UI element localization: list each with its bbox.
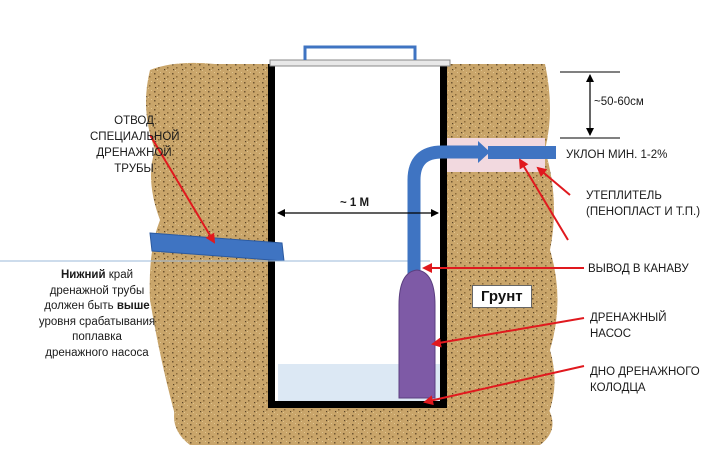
- outlet-pipe: [407, 145, 480, 290]
- label-width: ~ 1 М: [340, 197, 370, 209]
- well-wall-left: [268, 64, 275, 408]
- well-floor: [268, 401, 447, 408]
- soil-bottom: [174, 408, 553, 445]
- arrow-drain-pipe: [149, 134, 216, 244]
- label-well-bottom: ДНО ДРЕНАЖНОГО КОЛОДЦА: [590, 366, 700, 394]
- label-soil: Грунт: [472, 285, 532, 308]
- label-insulation: УТЕПЛИТЕЛЬ (ПЕНОПЛАСТ И Т.П.): [586, 190, 701, 218]
- drainage-pump: [398, 269, 436, 399]
- arrow-bottom: [423, 365, 585, 406]
- well-lid: [269, 59, 451, 67]
- label-slope: УКЛОН МИН. 1-2%: [566, 149, 668, 161]
- arrow-insulation: [536, 166, 571, 196]
- outlet-pipe-end: [488, 146, 556, 159]
- outlet-arrowhead: [478, 141, 490, 163]
- well-wall-right: [440, 64, 447, 408]
- label-pump: ДРЕНАЖНЫЙ НАСОС: [590, 312, 667, 340]
- note-pipe-level: Нижний край дренажной трубы должен быть …: [38, 269, 156, 359]
- label-drain-outlet: ОТВОД СПЕЦИАЛЬНОЙ ДРЕНАЖНОЙ ТРУБЫ: [90, 115, 180, 175]
- arrow-slope: [518, 158, 569, 241]
- soil-right: [445, 64, 558, 415]
- pointer-arrows: [149, 134, 585, 406]
- label-ditch-outlet: ВЫВОД В КАНАВУ: [588, 263, 689, 275]
- lid-handle: [303, 45, 417, 60]
- arrow-pump: [431, 317, 585, 348]
- label-depth: ~50-60см: [594, 96, 644, 108]
